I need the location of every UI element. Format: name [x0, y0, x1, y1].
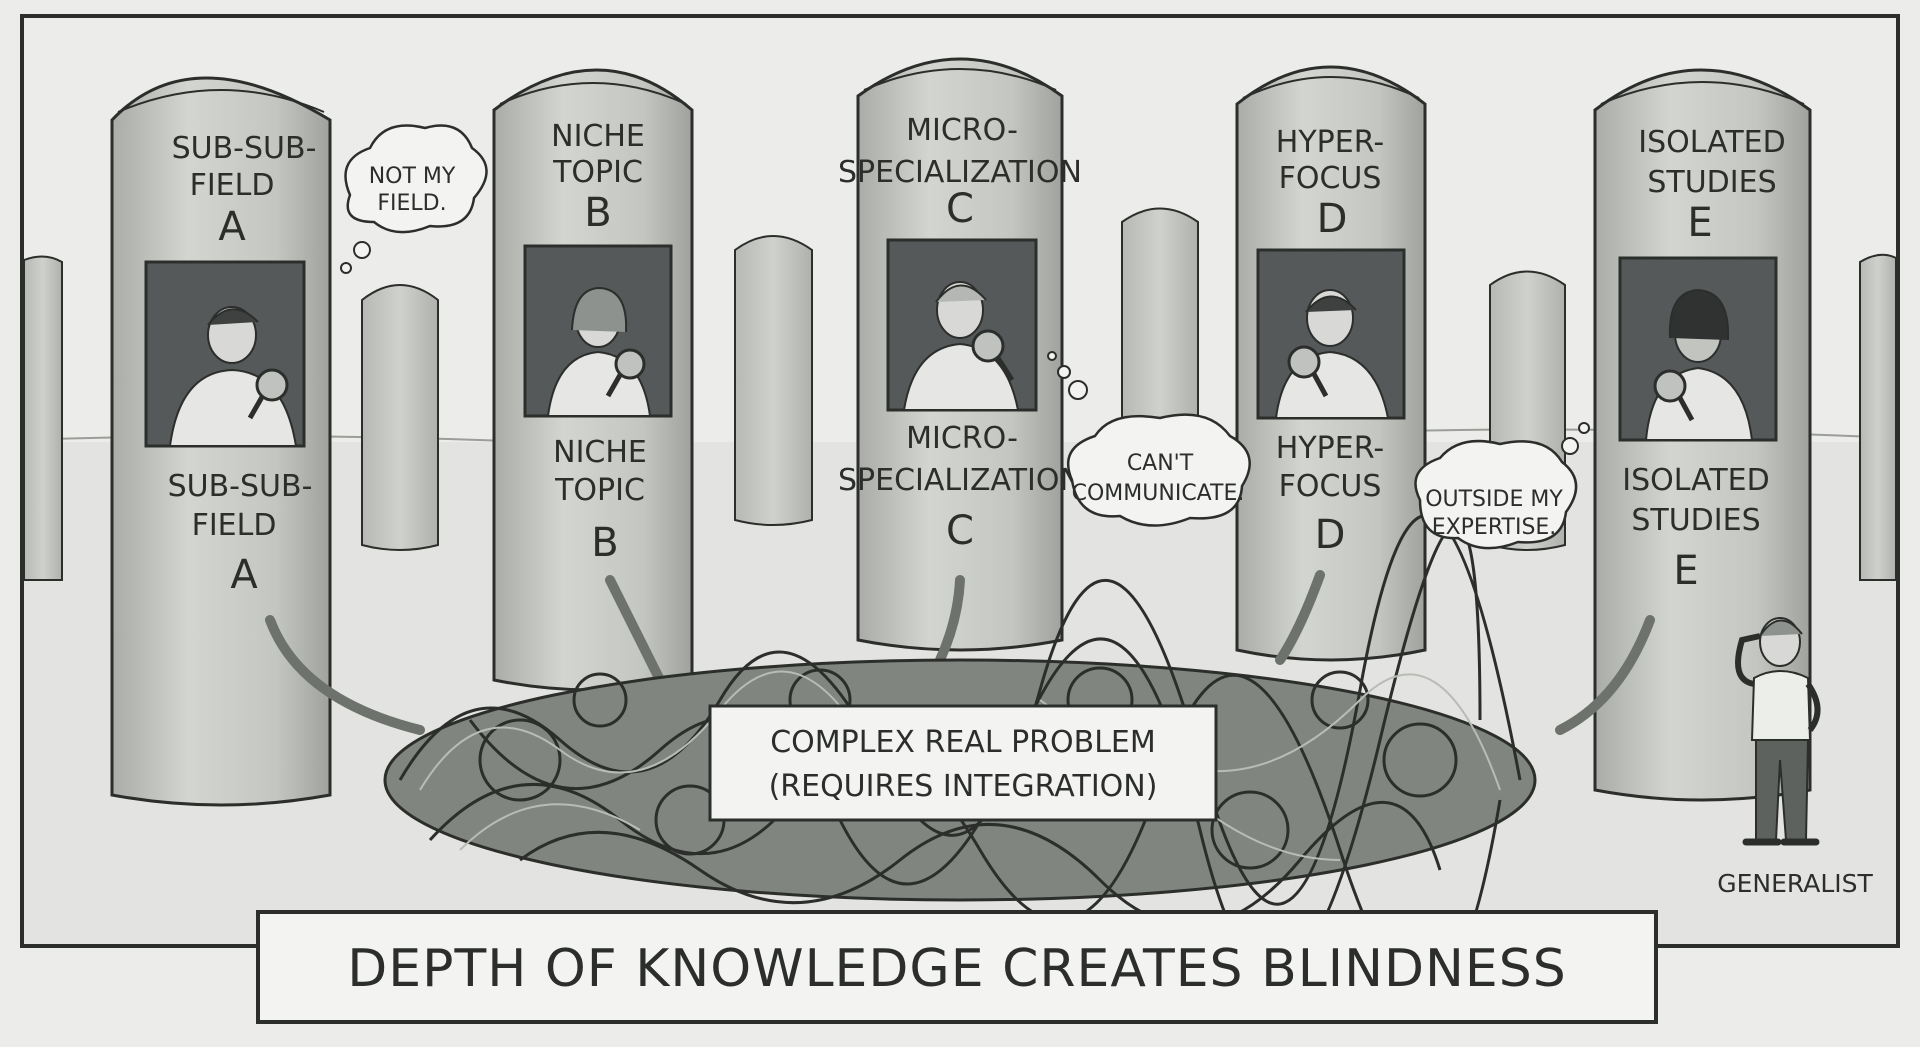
tower-c-bottom-line1: MICRO- — [906, 421, 1018, 456]
tower-e-bottom-line2: STUDIES — [1631, 503, 1760, 538]
tower-d-top-line2: FOCUS — [1279, 161, 1382, 196]
tower-e-top-line2: STUDIES — [1647, 165, 1776, 200]
tower-b: NICHE TOPIC B NICHE TOPIC B — [492, 68, 694, 692]
magnifying-glass-icon — [605, 348, 646, 398]
scientist-figure — [168, 306, 298, 447]
tower-a-top-line2: FIELD — [190, 168, 275, 203]
generalist-figure — [1735, 617, 1821, 846]
tangle-strands — [265, 570, 1655, 735]
thought-3-line1: OUTSIDE MY — [1425, 487, 1563, 512]
scientist-figure — [546, 286, 652, 417]
tower-d-bottom-letter: D — [1315, 512, 1346, 558]
problem-line2: (REQUIRES INTEGRATION) — [769, 769, 1158, 804]
tower-b-bottom-letter: B — [591, 520, 618, 566]
tower-d-bottom-line2: FOCUS — [1279, 469, 1382, 504]
magnifying-glass-icon — [1653, 369, 1695, 422]
thought-bubble-icon: CAN'T COMMUNICATE. — [1047, 351, 1251, 527]
tower-c-bottom-line2: SPECIALIZATION — [838, 463, 1082, 498]
problem-banner: COMPLEX REAL PROBLEM (REQUIRES INTEGRATI… — [708, 704, 1218, 822]
thought-2-line1: CAN'T — [1127, 451, 1194, 476]
scientist-figure — [1644, 288, 1754, 441]
thought-2-line2: COMMUNICATE. — [1072, 481, 1245, 506]
tower-e-bottom-line1: ISOLATED — [1622, 463, 1769, 498]
tower-a-top-line1: SUB-SUB- — [172, 131, 317, 166]
magnifying-glass-icon — [247, 368, 289, 420]
tower-c: MICRO- SPECIALIZATION C MICRO- SPECIALIZ… — [838, 57, 1082, 652]
tower-b-top-line2: TOPIC — [552, 155, 643, 190]
thought-bubble-icon: NOT MY FIELD. — [340, 124, 488, 274]
tower-b-top-line1: NICHE — [551, 119, 645, 154]
tower-b-bottom-line1: NICHE — [553, 435, 647, 470]
scientist-figure — [902, 281, 1020, 411]
tower-c-bottom-letter: C — [946, 508, 974, 554]
tower-d-top-letter: D — [1317, 196, 1348, 242]
tower-b-bottom-line2: TOPIC — [554, 473, 645, 508]
page-title: DEPTH OF KNOWLEDGE CREATES BLINDNESS — [347, 939, 1567, 999]
problem-line1: COMPLEX REAL PROBLEM — [770, 725, 1156, 760]
thought-1-line2: FIELD. — [377, 191, 446, 216]
tower-e-top-line1: ISOLATED — [1638, 125, 1785, 160]
thought-1-line1: NOT MY — [369, 164, 456, 189]
magnifying-glass-icon — [971, 329, 1015, 382]
tower-d-top-line1: HYPER- — [1276, 125, 1384, 160]
tower-c-top-line2: SPECIALIZATION — [838, 155, 1082, 190]
tower-a: SUB-SUB- FIELD A SUB-SUB- FIELD A — [110, 76, 332, 807]
tower-d-bottom-line1: HYPER- — [1276, 431, 1384, 466]
tower-a-bottom-line1: SUB-SUB- — [168, 469, 313, 504]
tower-c-top-line1: MICRO- — [906, 113, 1018, 148]
tower-e-top-letter: E — [1687, 200, 1712, 246]
thought-bubble-icon: OUTSIDE MY EXPERTISE. — [1414, 422, 1590, 550]
generalist-label: GENERALIST — [1717, 869, 1873, 898]
tower-e-bottom-letter: E — [1673, 548, 1698, 594]
thought-3-line2: EXPERTISE. — [1432, 515, 1557, 540]
tower-d: HYPER- FOCUS D HYPER- FOCUS D — [1235, 65, 1427, 662]
tower-c-top-letter: C — [946, 186, 974, 232]
tower-a-bottom-letter: A — [230, 552, 258, 598]
tower-b-top-letter: B — [584, 190, 611, 236]
tower-a-bottom-line2: FIELD — [192, 508, 277, 543]
magnifying-glass-icon — [1287, 345, 1329, 398]
scientist-figure — [1274, 289, 1390, 419]
title-banner: DEPTH OF KNOWLEDGE CREATES BLINDNESS — [256, 910, 1658, 1024]
tower-a-top-letter: A — [218, 204, 246, 250]
